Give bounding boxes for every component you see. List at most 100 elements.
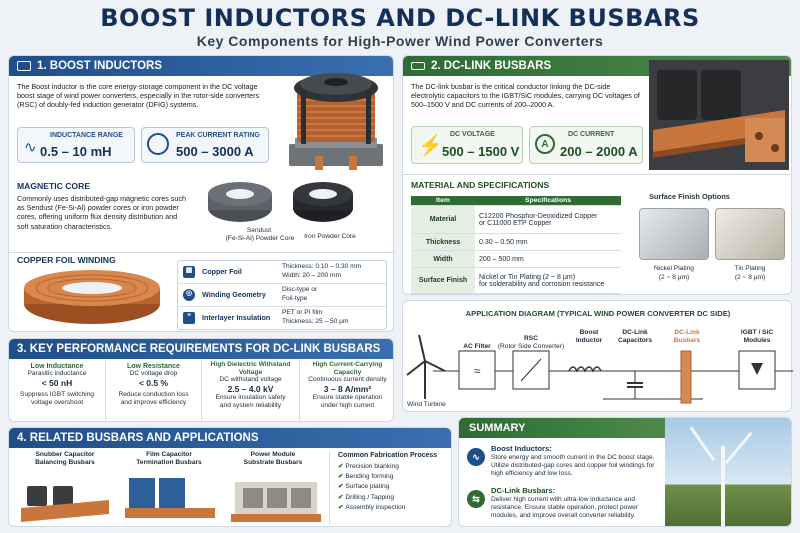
dc-voltage-box: ⚡ DC VOLTAGE 500 – 1500 V — [411, 126, 523, 164]
perf-item-sub: Parasitic inductance — [27, 370, 87, 377]
related-title: 4. RELATED BUSBARS AND APPLICATIONS — [17, 432, 259, 444]
process-text: Assembly inspection — [345, 503, 406, 511]
cell-line: or C11000 ETP Copper — [479, 219, 552, 227]
related-item-label: Snubber Capacitor — [35, 451, 95, 458]
summary-header: SUMMARY — [459, 418, 665, 438]
sendust-label: Sendust — [246, 227, 272, 234]
cap-label: DC-Link — [622, 329, 648, 336]
nickel-label: Nickel Plating — [654, 265, 694, 272]
tin-plating-sample — [715, 208, 785, 260]
table-header: Item — [411, 196, 475, 206]
perf-item-value: 2.5 – 4.0 kV — [227, 384, 274, 395]
foil-row-key: Copper Foil — [202, 267, 242, 276]
foil-row-value: PET or PI film — [282, 309, 323, 316]
perf-item-title: Low Resistance — [127, 363, 180, 370]
dclink-panel: 2. DC-LINK BUSBARS The DC-link busbar is… — [402, 55, 793, 295]
process-title: Common Fabrication Process — [338, 452, 438, 459]
surface-finish-title: Surface Finish Options — [649, 192, 730, 201]
gauge-icon — [147, 133, 169, 155]
peak-current-value: 500 – 3000 A — [176, 144, 254, 159]
table-cell-key: Surface Finish — [411, 267, 475, 294]
perf-item-sub: DC withstand voltage — [219, 376, 282, 383]
table-row: Width 200 – 500 mm — [411, 250, 621, 268]
performance-title: 3. KEY PERFORMANCE REQUIREMENTS FOR DC-L… — [17, 343, 381, 355]
related-item-label: Film Capacitor — [146, 451, 192, 458]
performance-items: Low Inductance Parasitic inductance < 50… — [9, 361, 395, 421]
cell-line: for solderability and corrosion resistan… — [479, 280, 605, 288]
foil-spec-table: ▦ Copper Foil Thickness: 0.10 – 0.30 mm … — [177, 260, 387, 330]
copper-foil-title: COPPER FOIL WINDING — [17, 255, 116, 265]
inductance-range-value: 0.5 – 10 mH — [40, 144, 112, 159]
perf-item-sub: Continuous current density — [308, 376, 387, 383]
busbar-summary-icon: ⇆ — [467, 490, 485, 508]
turbine-label: Wind Turbine — [407, 401, 446, 408]
cell-line: Nickel or Tin Plating (2 ~ 8 μm) — [479, 273, 576, 281]
table-cell-key: Thickness — [411, 233, 475, 251]
tin-label: Tin Plating — [734, 265, 766, 272]
nickel-sublabel: (2 ~ 8 μm) — [658, 274, 690, 281]
perf-item-value: < 50 nH — [41, 378, 73, 389]
related-item-label: Substrate Busbars — [243, 459, 303, 466]
magnetic-core-title: MAGNETIC CORE — [17, 181, 91, 191]
perf-item-title: High Current-Carrying Capacity — [312, 361, 383, 376]
dc-current-label: DC CURRENT — [568, 131, 615, 138]
boost-sublabel: Inductor — [575, 337, 603, 344]
perf-item-note: Reduce conduction loss — [118, 391, 189, 399]
boost-section-title: 1. BOOST INDUCTORS — [37, 60, 163, 72]
boost-label: Boost — [579, 329, 599, 336]
filter-label: AC Filter — [463, 343, 491, 350]
table-cell-value: 0.30 – 0.50 mm — [475, 233, 621, 251]
inductance-range-label: INDUCTANCE RANGE — [50, 132, 123, 139]
summary-boost-text: Store energy and smooth current in the D… — [491, 454, 655, 478]
material-spec-table: Item Specifications Material C12200 Phos… — [411, 196, 621, 294]
igbt-label: IGBT / SiC — [740, 329, 774, 336]
perf-item-note: under high current — [320, 402, 375, 410]
peak-current-box: PEAK CURRENT RATING 500 – 3000 A — [141, 127, 269, 163]
perf-item-note: voltage overshoot — [30, 399, 84, 407]
related-panel: 4. RELATED BUSBARS AND APPLICATIONS Snub… — [8, 427, 452, 527]
inductance-range-box: ∿ INDUCTANCE RANGE 0.5 – 10 mH — [17, 127, 135, 163]
table-row: Surface Finish Nickel or Tin Plating (2 … — [411, 267, 621, 294]
performance-panel: 3. KEY PERFORMANCE REQUIREMENTS FOR DC-L… — [8, 338, 394, 422]
foil-row-value: Thickness: 25 – 50 μm — [282, 318, 349, 325]
application-diagram-svg: ≈ — [406, 334, 793, 404]
cell-line: C12200 Phosphor-Deoxidized Copper — [479, 212, 598, 220]
dc-current-box: A DC CURRENT 200 – 2000 A — [529, 126, 643, 164]
table-cell-key: Width — [411, 250, 475, 268]
nickel-plating-sample — [639, 208, 709, 260]
copper-foil-image — [24, 270, 160, 324]
page-subtitle: Key Components for High-Power Wind Power… — [196, 33, 604, 49]
boost-inductor-panel: 1. BOOST INDUCTORS The Boost inductor is… — [8, 55, 395, 332]
related-images — [21, 478, 321, 522]
summary-dclink-text: Deliver high current with ultra-low indu… — [491, 496, 638, 520]
foil-row-value: Disc-type or — [282, 286, 318, 293]
foil-row-value: Foil-type — [282, 295, 308, 302]
foil-row-insulation: ≡ Interlayer Insulation PET or PI film T… — [178, 307, 386, 330]
page-title: BOOST INDUCTORS AND DC-LINK BUSBARS — [100, 4, 700, 32]
perf-item-note: and system reliability — [219, 402, 282, 410]
perf-item-dielectric: High Dielectric Withstand Voltage DC wit… — [201, 361, 299, 421]
material-spec-title: MATERIAL AND SPECIFICATIONS — [411, 180, 550, 190]
sendust-sublabel: (Fe-Si-Al) Powder Core — [225, 235, 295, 242]
process-text: Bending forming — [345, 473, 394, 481]
application-diagram-title: APPLICATION DIAGRAM (TYPICAL WIND POWER … — [465, 309, 731, 318]
summary-panel: SUMMARY ∿ Boost Inductors: Store energy … — [458, 417, 792, 527]
foil-row-key: Winding Geometry — [202, 290, 266, 299]
boost-inductor-image — [289, 73, 383, 170]
table-cell-key: Material — [411, 205, 475, 234]
boost-description: The Boost inductor is the core energy-st… — [17, 82, 260, 110]
boost-inductor-header: 1. BOOST INDUCTORS — [9, 56, 393, 76]
dc-current-value: 200 – 2000 A — [560, 144, 638, 159]
summary-boost-title: Boost Inductors: — [491, 444, 552, 453]
cap-sublabel: Capacitors — [617, 337, 653, 344]
svg-text:≈: ≈ — [474, 364, 481, 378]
bus-label: DC-Link — [674, 329, 700, 336]
dc-voltage-value: 500 – 1500 V — [442, 144, 520, 159]
dc-voltage-label: DC VOLTAGE — [450, 131, 495, 138]
check-icon: ✔ — [338, 493, 346, 501]
dclink-section-title: 2. DC-LINK BUSBARS — [431, 60, 552, 72]
rsc-sublabel: (Rotor Side Converter) — [497, 343, 565, 350]
table-cell-value: 200 – 500 mm — [475, 250, 621, 268]
peak-current-label: PEAK CURRENT RATING — [176, 132, 260, 139]
wind-turbine-photo — [665, 418, 791, 526]
